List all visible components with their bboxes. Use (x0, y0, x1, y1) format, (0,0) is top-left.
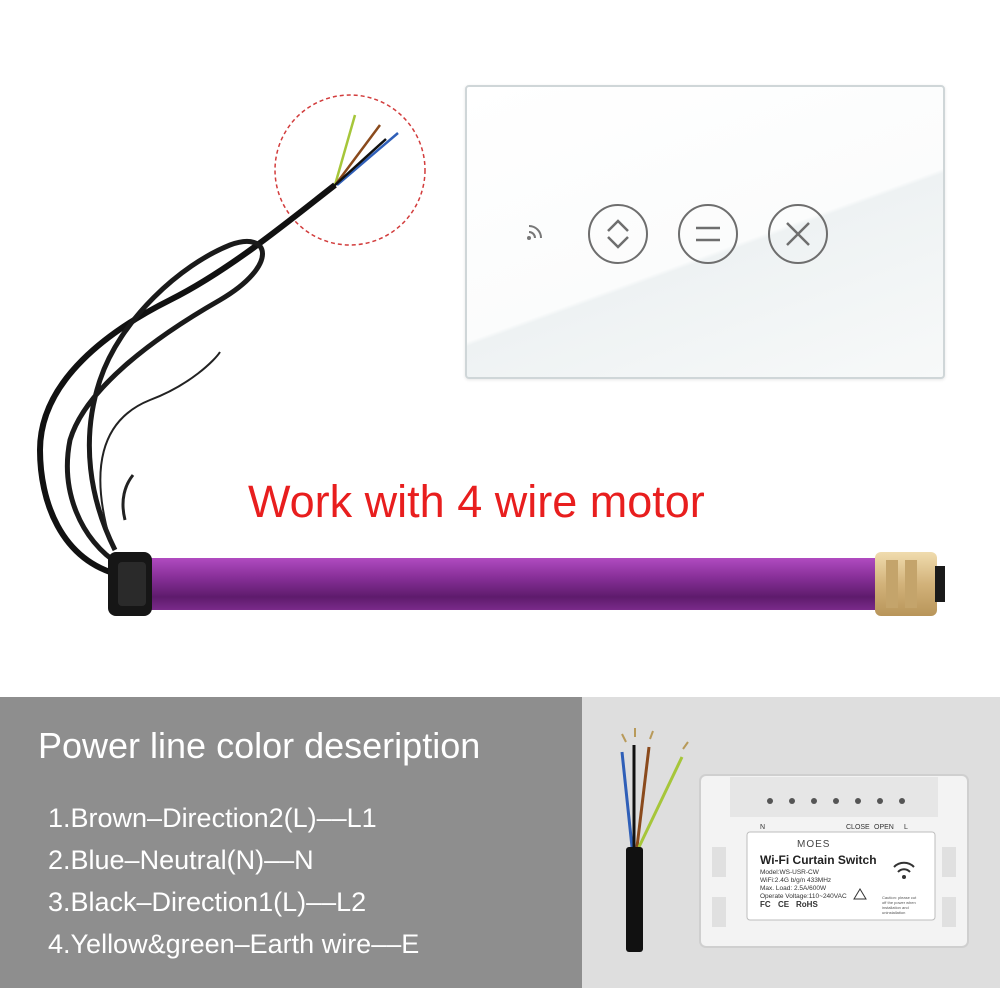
terminal-close: CLOSE (846, 824, 870, 831)
wiring-description-panel: Power line color deseription 1.Brown–Dir… (0, 697, 582, 988)
up-down-arrows-icon (607, 219, 629, 249)
stop-button[interactable] (677, 203, 739, 265)
footer-strip (0, 988, 1000, 1000)
stop-icon (696, 226, 720, 242)
up-down-button[interactable] (587, 203, 649, 265)
module-title: Wi-Fi Curtain Switch (760, 853, 877, 867)
product-photo-area: Work with 4 wire motor (36, 85, 945, 616)
terminal-l: L (904, 824, 908, 831)
switch-module-photo: N CLOSE OPEN L MOES Wi-Fi Curtain Switch… (582, 697, 1000, 988)
module-label (746, 831, 936, 921)
brand-logo: MOES (797, 839, 831, 850)
module-illustration (620, 728, 969, 952)
spec-line: Max. Load: 2.5A/600W (760, 885, 827, 892)
cable-sheath (626, 847, 643, 952)
terminal-open: OPEN (874, 824, 894, 831)
list-item: 2.Blue–Neutral(N)––N (48, 845, 314, 875)
ce-mark: CE (778, 900, 790, 909)
spec-line: Model:WS-USR-CW (760, 869, 819, 876)
list-item: 3.Black–Direction1(L)––L2 (48, 887, 367, 917)
wire-highlight-circle (274, 94, 426, 246)
wifi-icon (893, 861, 915, 879)
list-item: 4.Yellow&green–Earth wire––E (48, 929, 420, 959)
warning-icon (853, 888, 867, 900)
fcc-mark: FC (760, 900, 771, 909)
headline: Work with 4 wire motor (248, 476, 705, 527)
section-title: Power line color deseription (38, 725, 481, 766)
touch-switch-panel (465, 85, 945, 379)
motor-tube (140, 558, 880, 610)
caution-text: Caution: please cut off the power when i… (882, 895, 917, 915)
spec-line: WiFi:2.4G b/g/n 433MHz (760, 877, 832, 884)
spec-line: Operate Voltage:110~240VAC (760, 893, 847, 900)
list-item: 1.Brown–Direction2(L)––L1 (48, 803, 377, 833)
wire-list: 1.Brown–Direction2(L)––L1 2.Blue–Neutral… (48, 797, 419, 965)
close-button[interactable] (767, 203, 829, 265)
tubular-motor-illustration (36, 94, 945, 616)
rohs-mark: RoHS (796, 900, 818, 909)
wifi-indicator-icon (527, 225, 542, 240)
close-x-icon (786, 222, 810, 246)
terminal-n: N (760, 824, 766, 831)
